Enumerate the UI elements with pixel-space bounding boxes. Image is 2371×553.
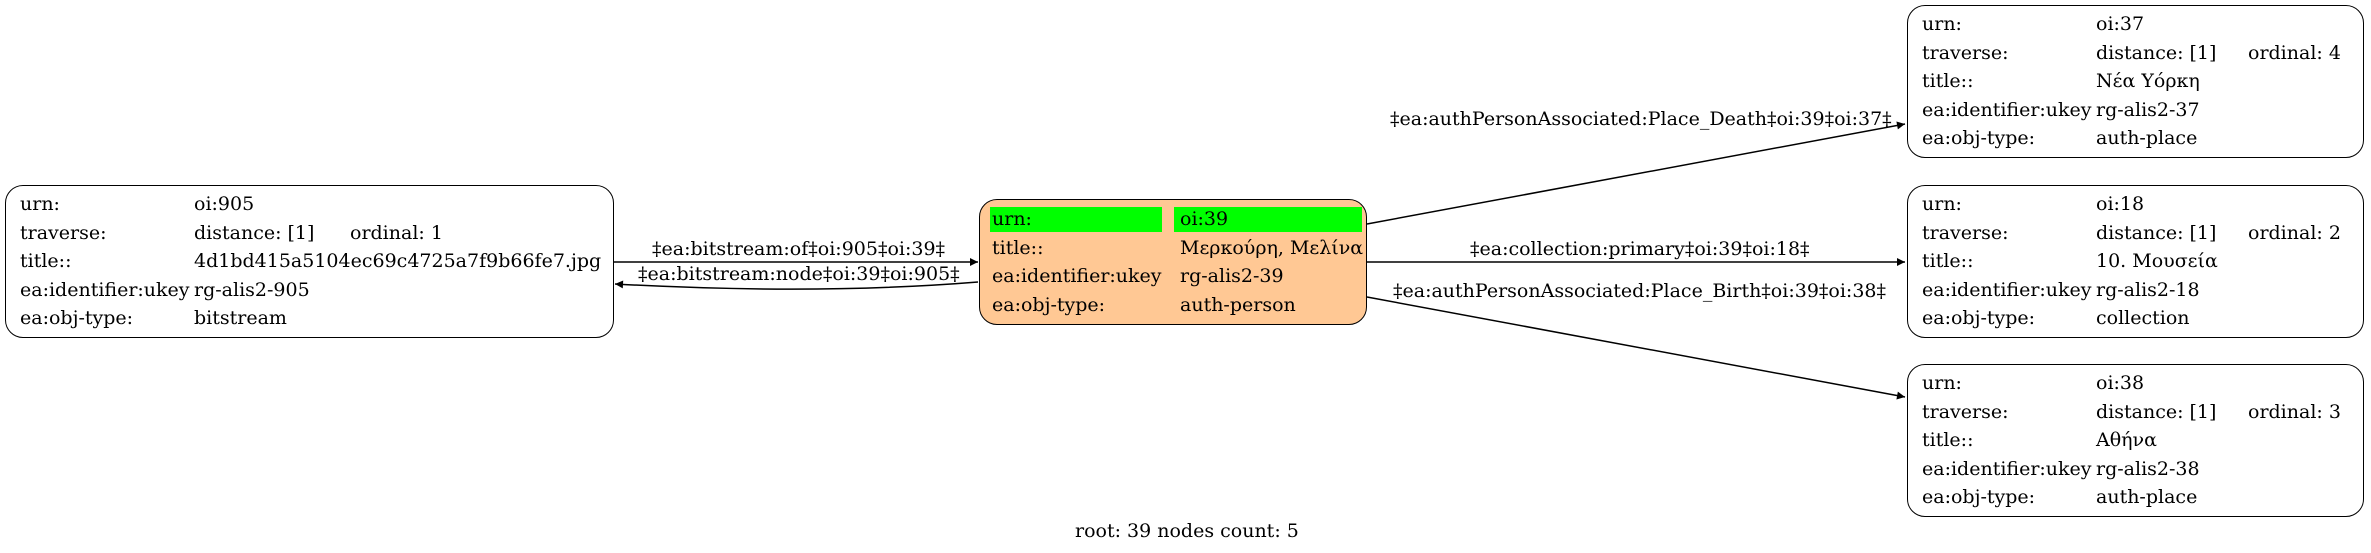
urn-value: oi:37: [2096, 13, 2145, 35]
urn-value: oi:18: [2096, 193, 2145, 215]
title-value: Αθήνα: [2096, 429, 2157, 451]
ukey-label: ea:identifier:ukey: [1922, 98, 2092, 121]
distance-value: distance: [1]: [2096, 41, 2217, 64]
title-value: Μερκούρη, Μελίνα: [1180, 236, 1364, 259]
title-value: Νέα Υόρκη: [2096, 70, 2200, 92]
ordinal-value: ordinal: 2: [2248, 221, 2341, 244]
title-label: title::: [1922, 250, 1974, 272]
obj-type-label: ea:obj-type:: [1922, 486, 2036, 508]
obj-type-value: auth-place: [2096, 486, 2198, 508]
node-bitstream[interactable]: urn: oi:905 traverse: distance: [1] ordinal…: [5, 185, 614, 338]
ukey-label: ea:identifier:ukey: [1922, 278, 2092, 301]
obj-type-label: ea:obj-type:: [992, 293, 1106, 316]
edge-place-birth: [1366, 296, 1906, 400]
title-label: title::: [1922, 429, 1974, 451]
obj-type-value: bitstream: [194, 307, 287, 329]
urn-value: oi:39: [1180, 208, 1229, 230]
traverse-label: traverse:: [20, 221, 107, 244]
edge-bitstream-node: [614, 280, 979, 290]
distance-value: distance: [1]: [2096, 221, 2217, 244]
title-label: title::: [1922, 70, 1974, 92]
distance-value: distance: [1]: [194, 221, 315, 244]
urn-value: oi:38: [2096, 372, 2145, 394]
ukey-value: rg-alis2-38: [2096, 457, 2200, 480]
urn-label: urn:: [20, 193, 60, 215]
edge-label-place-death: ‡ea:authPersonAssociated:Place_Death‡oi:…: [1390, 108, 1892, 130]
obj-type-label: ea:obj-type:: [1922, 307, 2036, 329]
ordinal-value: ordinal: 3: [2248, 400, 2341, 423]
node-root-auth-person[interactable]: urn: oi:39 title::Μερκούρη, Μελίνα ea:ide…: [979, 199, 1367, 325]
obj-type-value: auth-person: [1180, 293, 1296, 316]
ukey-value: rg-alis2-18: [2096, 278, 2200, 301]
node-place-birth[interactable]: urn: oi:38 traverse: distance: [1] ordinal:…: [1907, 364, 2364, 517]
edge-place-death: [1366, 121, 1906, 225]
title-value: 4d1bd415a5104ec69c4725a7f9b66fe7.jpg: [194, 250, 602, 272]
title-label: title::: [20, 250, 72, 272]
ukey-label: ea:identifier:ukey: [1922, 457, 2092, 480]
obj-type-value: auth-place: [2096, 127, 2198, 149]
urn-label: urn:: [1922, 372, 1962, 394]
urn-label: urn:: [992, 208, 1032, 230]
node-place-death[interactable]: urn: oi:37 traverse: distance: [1] ordinal:…: [1907, 5, 2364, 158]
edge-label-place-birth: ‡ea:authPersonAssociated:Place_Birth‡oi:…: [1393, 280, 1886, 302]
ukey-label: ea:identifier:ukey: [992, 265, 1162, 287]
urn-label: urn:: [1922, 13, 1962, 35]
ukey-value: rg-alis2-39: [1180, 265, 1284, 287]
edge-label-bitstream-node: ‡ea:bitstream:node‡oi:39‡oi:905‡: [638, 263, 960, 285]
title-value: 10. Μουσεία: [2096, 250, 2218, 272]
obj-type-value: collection: [2096, 307, 2190, 329]
ukey-value: rg-alis2-37: [2096, 98, 2200, 121]
urn-value: oi:905: [194, 193, 255, 215]
distance-value: distance: [1]: [2096, 400, 2217, 423]
title-label: title::: [992, 236, 1044, 259]
graph-footer: root: 39 nodes count: 5: [1075, 520, 1299, 542]
ordinal-value: ordinal: 1: [350, 221, 443, 244]
edge-label-bitstream-of: ‡ea:bitstream:of‡oi:905‡oi:39‡: [652, 238, 946, 260]
urn-highlight: [990, 207, 1162, 232]
edge-label-collection-primary: ‡ea:collection:primary‡oi:39‡oi:18‡: [1470, 238, 1810, 260]
ukey-value: rg-alis2-905: [194, 278, 310, 301]
traverse-label: traverse:: [1922, 41, 2009, 64]
obj-type-label: ea:obj-type:: [1922, 127, 2036, 149]
ordinal-value: ordinal: 4: [2248, 41, 2341, 64]
obj-type-label: ea:obj-type:: [20, 307, 134, 329]
ukey-label: ea:identifier:ukey: [20, 278, 190, 301]
urn-value-highlight: [1174, 207, 1362, 232]
node-collection[interactable]: urn: oi:18 traverse: distance: [1] ordinal:…: [1907, 185, 2364, 338]
traverse-label: traverse:: [1922, 221, 2009, 244]
traverse-label: traverse:: [1922, 400, 2009, 423]
urn-label: urn:: [1922, 193, 1962, 215]
